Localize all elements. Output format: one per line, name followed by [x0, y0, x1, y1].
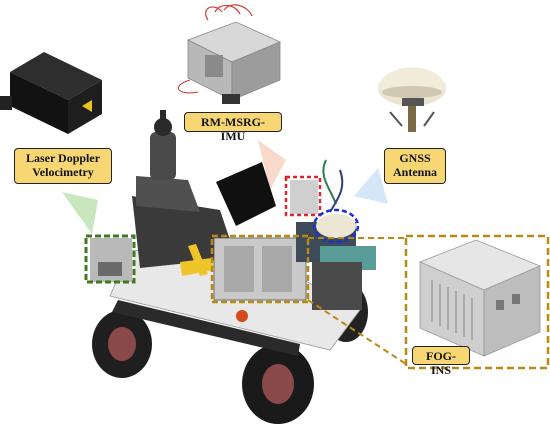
gnss-antenna-image — [378, 67, 446, 132]
gnss-label: GNSS Antenna — [384, 148, 446, 184]
gnss-label-line2: Antenna — [392, 165, 437, 179]
ldv-beam — [62, 192, 98, 234]
ldv-highlight-box — [84, 234, 136, 284]
robot-vehicle-image — [90, 110, 376, 424]
fog-ins-inset-box — [404, 234, 550, 370]
fog-mount-highlight-box — [210, 234, 310, 304]
fog-ins-label-text: FOG-INS — [426, 349, 456, 377]
ldv-label-line2: Velocimetry — [32, 165, 94, 179]
imu-sensor-image — [177, 4, 282, 104]
fog-ins-image — [418, 239, 542, 357]
gnss-label-line1: GNSS — [399, 151, 431, 165]
imu-label-text: RM-MSRG-IMU — [201, 115, 265, 143]
gnss-highlight-ellipse — [312, 208, 360, 244]
ldv-sensor-image — [0, 52, 102, 134]
gnss-beam — [354, 168, 388, 204]
imu-label: RM-MSRG-IMU — [184, 112, 282, 143]
imu-highlight-box — [284, 175, 322, 217]
imu-beam — [258, 140, 286, 190]
fog-ins-label: FOG-INS — [412, 346, 470, 377]
ldv-label: Laser Doppler Velocimetry — [14, 148, 112, 184]
ldv-label-line1: Laser Doppler — [25, 151, 101, 165]
